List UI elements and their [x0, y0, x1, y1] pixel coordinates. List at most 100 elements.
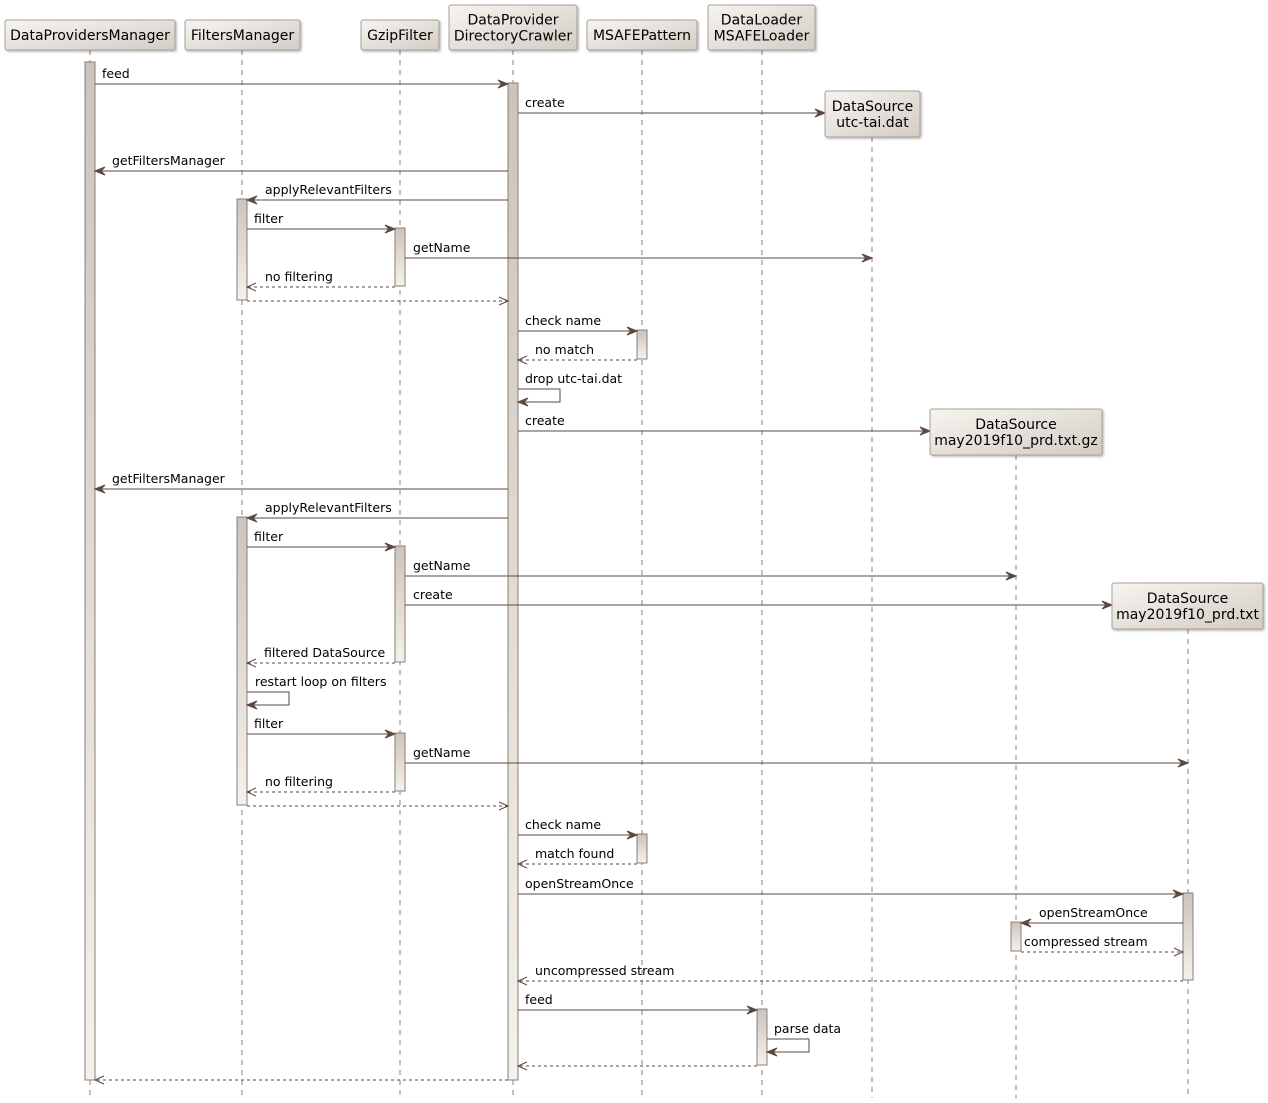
arrowhead: [626, 830, 639, 840]
message-label: check name: [525, 313, 601, 328]
participant-box-dc: [448, 4, 578, 51]
arrowhead: [516, 976, 528, 986]
participant-label-ml: DataLoader: [721, 13, 803, 29]
message-applyrelevantfilters: applyRelevantFilters: [245, 500, 508, 523]
participant-label-fm: FiltersManager: [191, 28, 295, 44]
participant-label-dpm: DataProvidersManager: [10, 28, 170, 44]
participant-label-ds1: DataSource: [832, 99, 914, 115]
message-return: [516, 1061, 757, 1071]
message-line: [767, 1038, 810, 1053]
arrowhead: [1101, 600, 1114, 610]
message-label: create: [413, 587, 453, 602]
arrowhead: [919, 426, 932, 436]
participant-gz: GzipFilter: [360, 19, 440, 51]
message-label: feed: [102, 66, 130, 81]
arrowhead: [626, 326, 639, 336]
arrowhead: [1177, 758, 1190, 768]
message-label: filter: [254, 716, 284, 731]
participant-label-gz: GzipFilter: [367, 28, 433, 44]
message-create: create: [518, 95, 827, 118]
activation-bar-mp: [636, 833, 648, 864]
participant-label-ds3: may2019f10_prd.txt: [1116, 607, 1259, 623]
participant-label-ds2: may2019f10_prd.txt.gz: [934, 433, 1098, 449]
arrowhead: [384, 542, 397, 552]
message-label: applyRelevantFilters: [265, 182, 392, 197]
message-getname: getName: [405, 745, 1190, 768]
activations: [84, 61, 1194, 1081]
participant-box-ds1: [824, 90, 921, 138]
arrowhead: [384, 224, 397, 234]
message-label: openStreamOnce: [1039, 905, 1148, 920]
arrowhead: [1172, 889, 1185, 899]
arrowhead: [765, 1047, 778, 1057]
arrowhead: [814, 108, 827, 118]
message-label: no filtering: [265, 269, 333, 284]
activation-bar-ds2: [1010, 921, 1022, 952]
activation-bar-mp: [636, 329, 648, 360]
participant-fm: FiltersManager: [184, 19, 301, 51]
participants: DataProvidersManager FiltersManager GzipFi…: [4, 4, 1264, 630]
message-check-name: check name: [518, 817, 639, 840]
activation-bar-ds3: [1182, 892, 1194, 981]
message-label: filtered DataSource: [264, 645, 385, 660]
arrowhead: [1005, 571, 1018, 581]
message-parse-data: parse data: [765, 1021, 841, 1057]
arrowhead: [384, 729, 397, 739]
participant-label-mp: MSAFEPattern: [593, 28, 691, 44]
message-uncompressed-stream: uncompressed stream: [516, 963, 1183, 986]
message-label: filter: [254, 211, 284, 226]
message-no-filtering: no filtering: [245, 774, 395, 797]
message-label: restart loop on filters: [255, 674, 386, 689]
arrowhead: [516, 859, 528, 869]
activation-bar-gz: [394, 227, 406, 287]
participant-box-dpm: [4, 19, 176, 51]
message-check-name: check name: [518, 313, 639, 336]
message-filtered-datasource: filtered DataSource: [245, 645, 395, 668]
arrowhead: [245, 513, 258, 523]
message-label: getName: [413, 558, 471, 573]
message-filter: filter: [247, 211, 397, 234]
arrowhead: [746, 1005, 759, 1015]
arrowhead: [516, 397, 529, 407]
activation-bar-dpm: [84, 61, 96, 1081]
arrowhead: [1173, 947, 1185, 957]
participant-label-ds1: utc-tai.dat: [836, 115, 909, 131]
participant-box-gz: [360, 19, 440, 51]
participant-box-fm: [184, 19, 301, 51]
message-feed: feed: [518, 992, 759, 1015]
message-label: check name: [525, 817, 601, 832]
message-label: uncompressed stream: [535, 963, 674, 978]
message-openstreamonce: openStreamOnce: [518, 876, 1185, 899]
arrowhead: [498, 296, 510, 306]
arrowhead: [498, 801, 510, 811]
arrowhead: [93, 166, 106, 176]
message-filter: filter: [247, 529, 397, 552]
message-label: applyRelevantFilters: [265, 500, 392, 515]
arrowhead: [497, 79, 510, 89]
message-getname: getName: [405, 558, 1018, 581]
message-label: no match: [535, 342, 594, 357]
arrowhead: [93, 484, 106, 494]
message-no-match: no match: [516, 342, 637, 365]
message-label: getFiltersManager: [112, 471, 226, 486]
participant-label-ds2: DataSource: [975, 417, 1057, 433]
message-getfiltersmanager: getFiltersManager: [93, 471, 508, 494]
arrowhead: [245, 700, 258, 710]
message-drop-utc-tai-dat: drop utc-tai.dat: [516, 371, 622, 407]
message-return: [93, 1075, 508, 1085]
message-filter: filter: [247, 716, 397, 739]
messages: feed create getFiltersManager applyRelevant…: [93, 66, 1190, 1085]
message-return: [247, 801, 510, 811]
participant-label-ml: MSAFELoader: [714, 29, 810, 45]
message-label: getName: [413, 240, 471, 255]
message-label: parse data: [774, 1021, 841, 1036]
message-getname: getName: [405, 240, 874, 263]
activation-bar-ml: [756, 1008, 768, 1066]
participant-box-ds3: [1111, 582, 1264, 630]
activation-bar-fm: [236, 198, 248, 301]
activation-bar-dc: [507, 82, 519, 1081]
arrowhead: [516, 1061, 528, 1071]
participant-mp: MSAFEPattern: [586, 19, 698, 51]
